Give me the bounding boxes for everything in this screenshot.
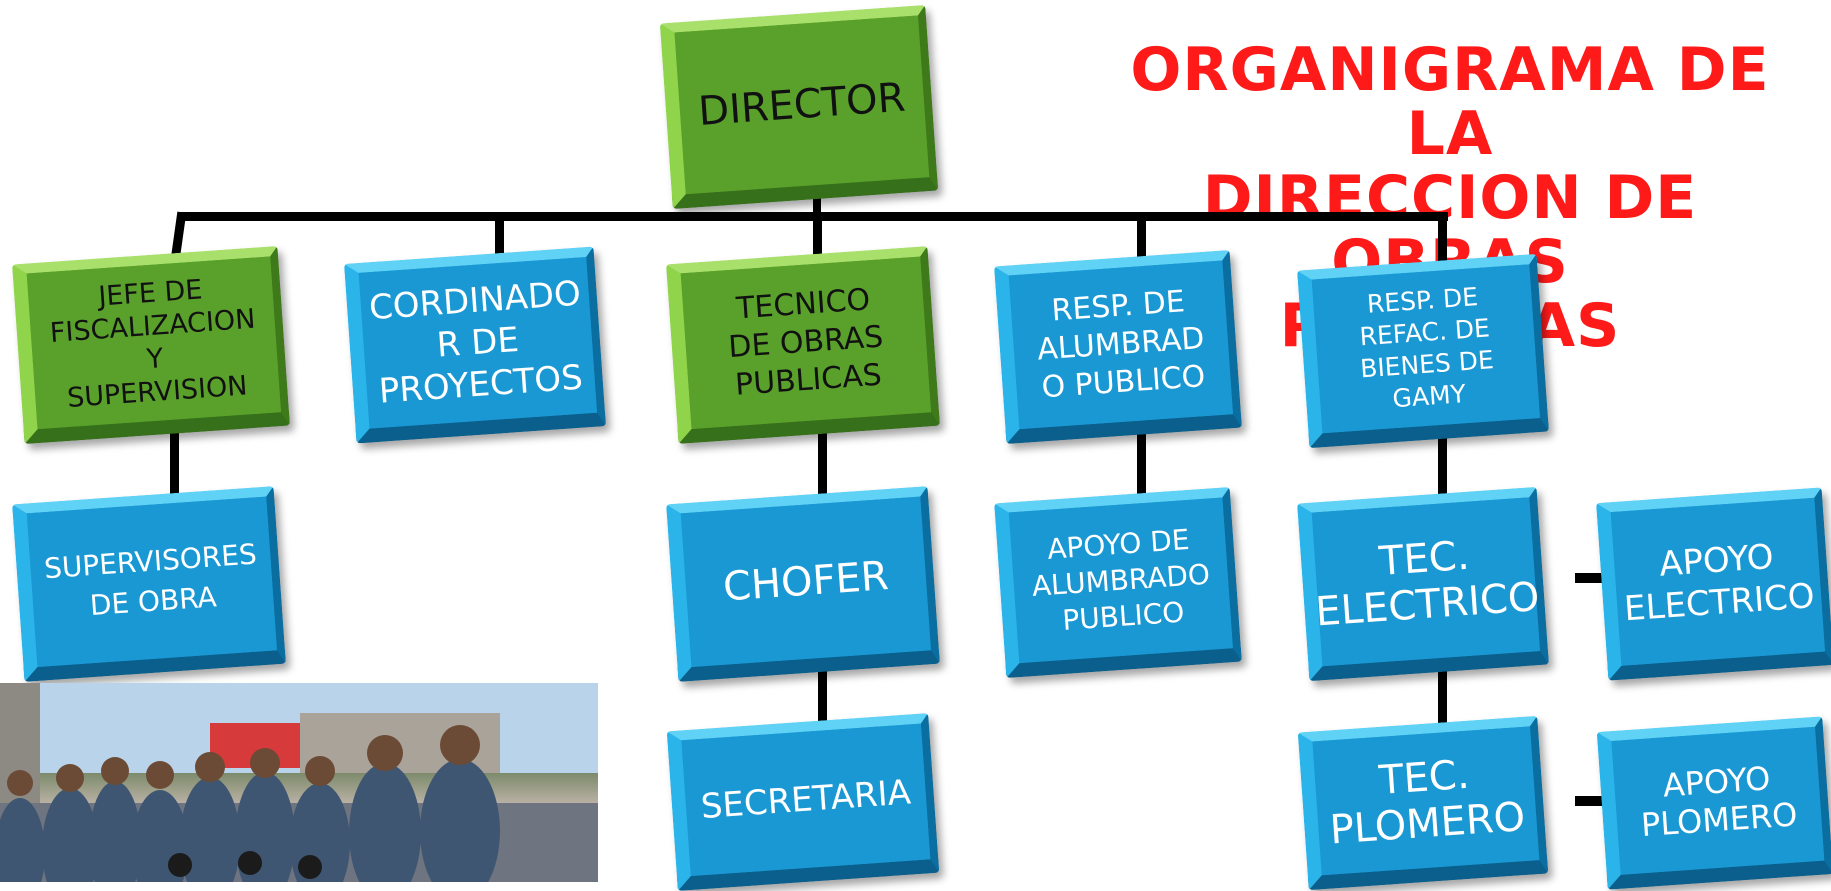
node-coordinador-proyectos-label: CORDINADO R DE PROYECTOS [367, 273, 584, 412]
connector-tecnico-up [813, 212, 822, 262]
connector-refaccion-up [1438, 212, 1447, 267]
connector-jefe-supervisores [170, 420, 179, 508]
node-resp-refaccion-label: RESP. DE REFAC. DE BIENES DE GAMY [1358, 282, 1495, 414]
node-director: DIRECTOR [659, 4, 939, 210]
node-director-label: DIRECTOR [696, 74, 907, 135]
node-secretaria: SECRETARIA [666, 713, 940, 891]
node-apoyo-plomero-label: APOYO PLOMERO [1639, 759, 1799, 845]
node-tec-plomero-label: TEC. PLOMERO [1328, 751, 1527, 854]
node-supervisores-obra-label: SUPERVISORES DE OBRA [43, 537, 258, 623]
connector-refaccion-tecelectrico [1438, 420, 1447, 508]
node-tecnico-obras-label: TECNICO DE OBRAS PUBLICAS [727, 282, 885, 403]
connector-chofer-secretaria [818, 655, 827, 740]
connector-tecnico-chofer [818, 420, 827, 508]
node-tecnico-obras: TECNICO DE OBRAS PUBLICAS [666, 246, 940, 444]
group-photo [0, 683, 598, 882]
node-supervisores-obra: SUPERVISORES DE OBRA [12, 486, 286, 682]
node-chofer-label: CHOFER [721, 553, 891, 611]
node-apoyo-electrico: APOYO ELECTRICO [1596, 487, 1831, 681]
connector-tecelectrico-apoyo [1575, 573, 1620, 583]
connector-alumbrado-apoyo [1137, 420, 1146, 508]
node-tec-electrico: TEC. ELECTRICO [1297, 486, 1549, 682]
connector-director-down [813, 185, 821, 220]
node-resp-refaccion: RESP. DE REFAC. DE BIENES DE GAMY [1297, 253, 1549, 449]
node-apoyo-plomero: APOYO PLOMERO [1596, 716, 1831, 890]
connector-coordinador-up [495, 212, 504, 262]
node-jefe-fiscalizacion-label: JEFE DE FISCALIZACION Y SUPERVISION [49, 274, 257, 414]
node-secretaria-label: SECRETARIA [699, 772, 913, 828]
node-resp-alumbrado-label: RESP. DE ALUMBRAD O PUBLICO [1036, 284, 1207, 406]
connector-alumbrado-up [1137, 212, 1146, 262]
node-chofer: CHOFER [666, 486, 940, 682]
node-coordinador-proyectos: CORDINADO R DE PROYECTOS [344, 246, 606, 444]
connector-tecplomero-apoyo [1575, 796, 1620, 806]
node-resp-alumbrado: RESP. DE ALUMBRAD O PUBLICO [994, 249, 1242, 445]
node-jefe-fiscalizacion: JEFE DE FISCALIZACION Y SUPERVISION [12, 245, 290, 445]
node-apoyo-alumbrado-label: APOYO DE ALUMBRADO PUBLICO [1030, 522, 1211, 637]
node-apoyo-electrico-label: APOYO ELECTRICO [1622, 536, 1816, 630]
node-tec-plomero: TEC. PLOMERO [1297, 715, 1549, 891]
node-tec-electrico-label: TEC. ELECTRICO [1314, 532, 1541, 636]
connector-tecelectrico-tecplomero [1438, 655, 1447, 740]
title-line-1: ORGANIGRAMA DE LA [1130, 35, 1770, 169]
group-photo-icon [0, 683, 598, 882]
node-apoyo-alumbrado: APOYO DE ALUMBRADO PUBLICO [994, 486, 1242, 679]
